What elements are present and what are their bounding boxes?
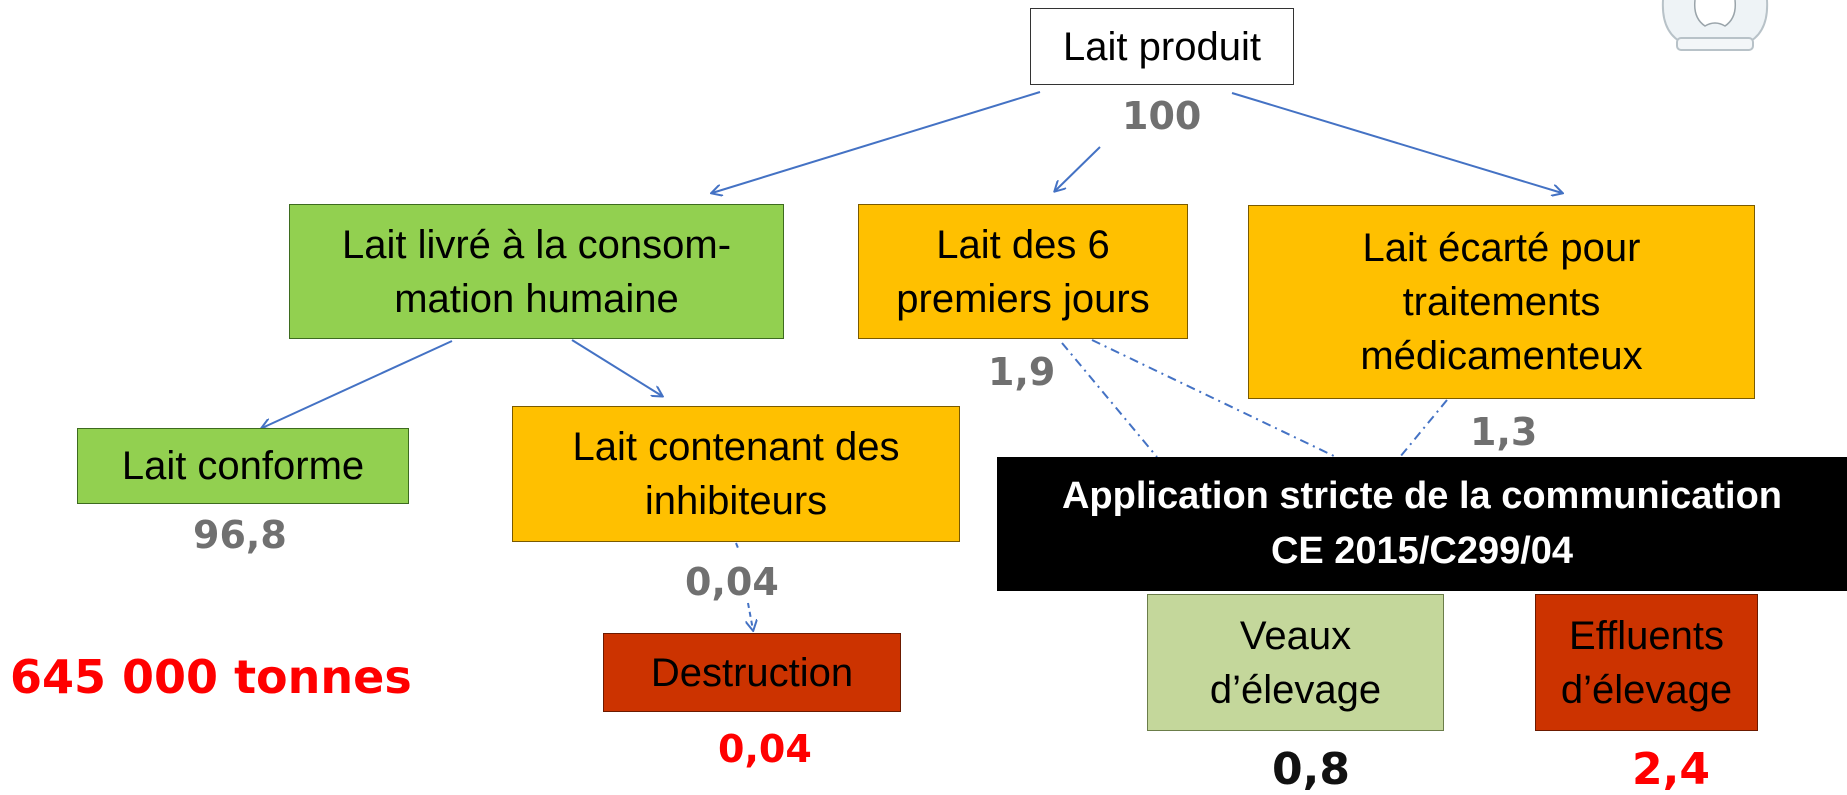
- effluents-node: Effluents d’élevage: [1535, 594, 1758, 731]
- dashed-first-days-to-regulation-a: [1061, 342, 1158, 458]
- inhibitors-value: 0,04: [685, 560, 779, 604]
- first-days-node: Lait des 6 premiers jours: [858, 204, 1188, 339]
- inhibitors-node: Lait contenant des inhibiteurs: [512, 406, 960, 542]
- treatments-value: 1,3: [1470, 410, 1538, 454]
- conform-node: Lait conforme: [77, 428, 409, 504]
- destruction-value: 0,04: [718, 727, 812, 771]
- total-tonnage: 645 000 tonnes: [10, 650, 412, 704]
- first-days-value: 1,9: [988, 350, 1056, 394]
- arrow-root-to-human: [712, 91, 1041, 193]
- arrow-inhibitors-to-destruction: [735, 542, 739, 549]
- arrow-inhibitors-to-destruction-tail: [748, 602, 753, 630]
- calves-node: Veaux d’élevage: [1147, 594, 1444, 731]
- effluents-value: 2,4: [1632, 744, 1710, 795]
- treatments-node: Lait écarté pour traitements médicamente…: [1248, 205, 1755, 399]
- regulation-banner: Application stricte de la communication …: [997, 457, 1847, 591]
- human-consumption-node: Lait livré à la consom- mation humaine: [289, 204, 784, 339]
- arrow-root-to-first-days: [1055, 146, 1101, 191]
- root-node: Lait produit: [1030, 8, 1294, 85]
- dashed-first-days-to-regulation-b: [1091, 339, 1337, 458]
- conform-value: 96,8: [193, 513, 287, 557]
- arrow-root-to-treatments: [1231, 92, 1562, 193]
- root-value: 100: [1122, 94, 1202, 138]
- calves-value: 0,8: [1272, 744, 1350, 795]
- arrow-human-to-conform: [262, 340, 453, 428]
- arrow-human-to-inhibitors: [571, 339, 662, 396]
- milk-jar-icon: [1661, 0, 1769, 51]
- destruction-node: Destruction: [603, 633, 901, 712]
- dashed-treatments-to-regulation: [1399, 399, 1448, 458]
